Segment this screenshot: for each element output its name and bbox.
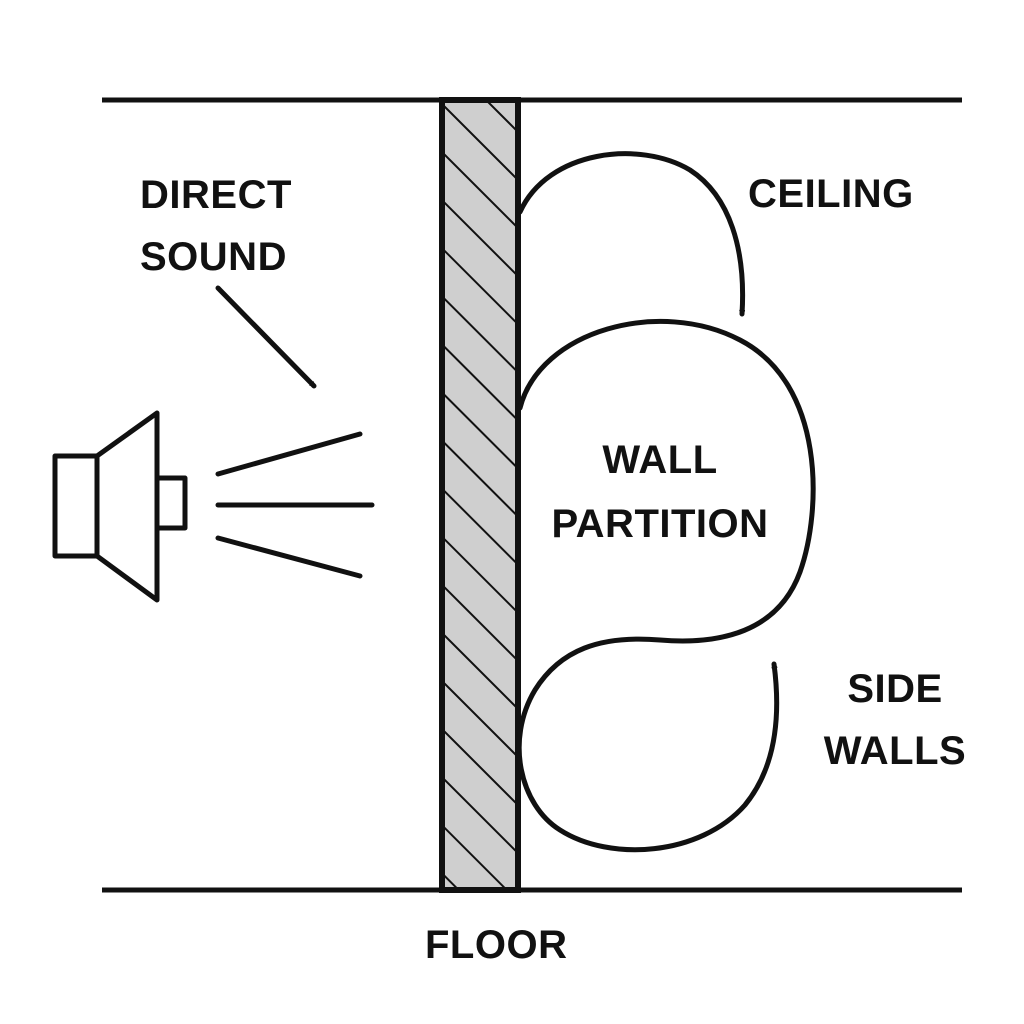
wall-partition-curve [516, 319, 816, 853]
wall-partition-label-line-1: WALL [602, 438, 718, 482]
direct-sound-label: DIRECT SOUND [140, 164, 292, 288]
speaker-icon [52, 410, 188, 603]
floor-label: FLOOR [425, 923, 568, 967]
side-walls-label: SIDE WALLS [810, 658, 980, 782]
wall-partition [439, 97, 521, 893]
ceiling-label: CEILING [748, 172, 914, 216]
side-walls-label-line-1: SIDE [847, 667, 943, 711]
side-walls-label-line-2: WALLS [823, 729, 967, 773]
direct-sound-label-line-2: SOUND [140, 235, 287, 279]
direct-sound-arrow [215, 285, 317, 389]
ceiling-reflection-arrow [517, 151, 746, 317]
sound-rays [215, 431, 375, 579]
direct-sound-label-line-1: DIRECT [140, 173, 292, 217]
wall-partition-label: WALL PARTITION [540, 428, 780, 556]
wall-partition-label-line-2: PARTITION [551, 502, 769, 546]
